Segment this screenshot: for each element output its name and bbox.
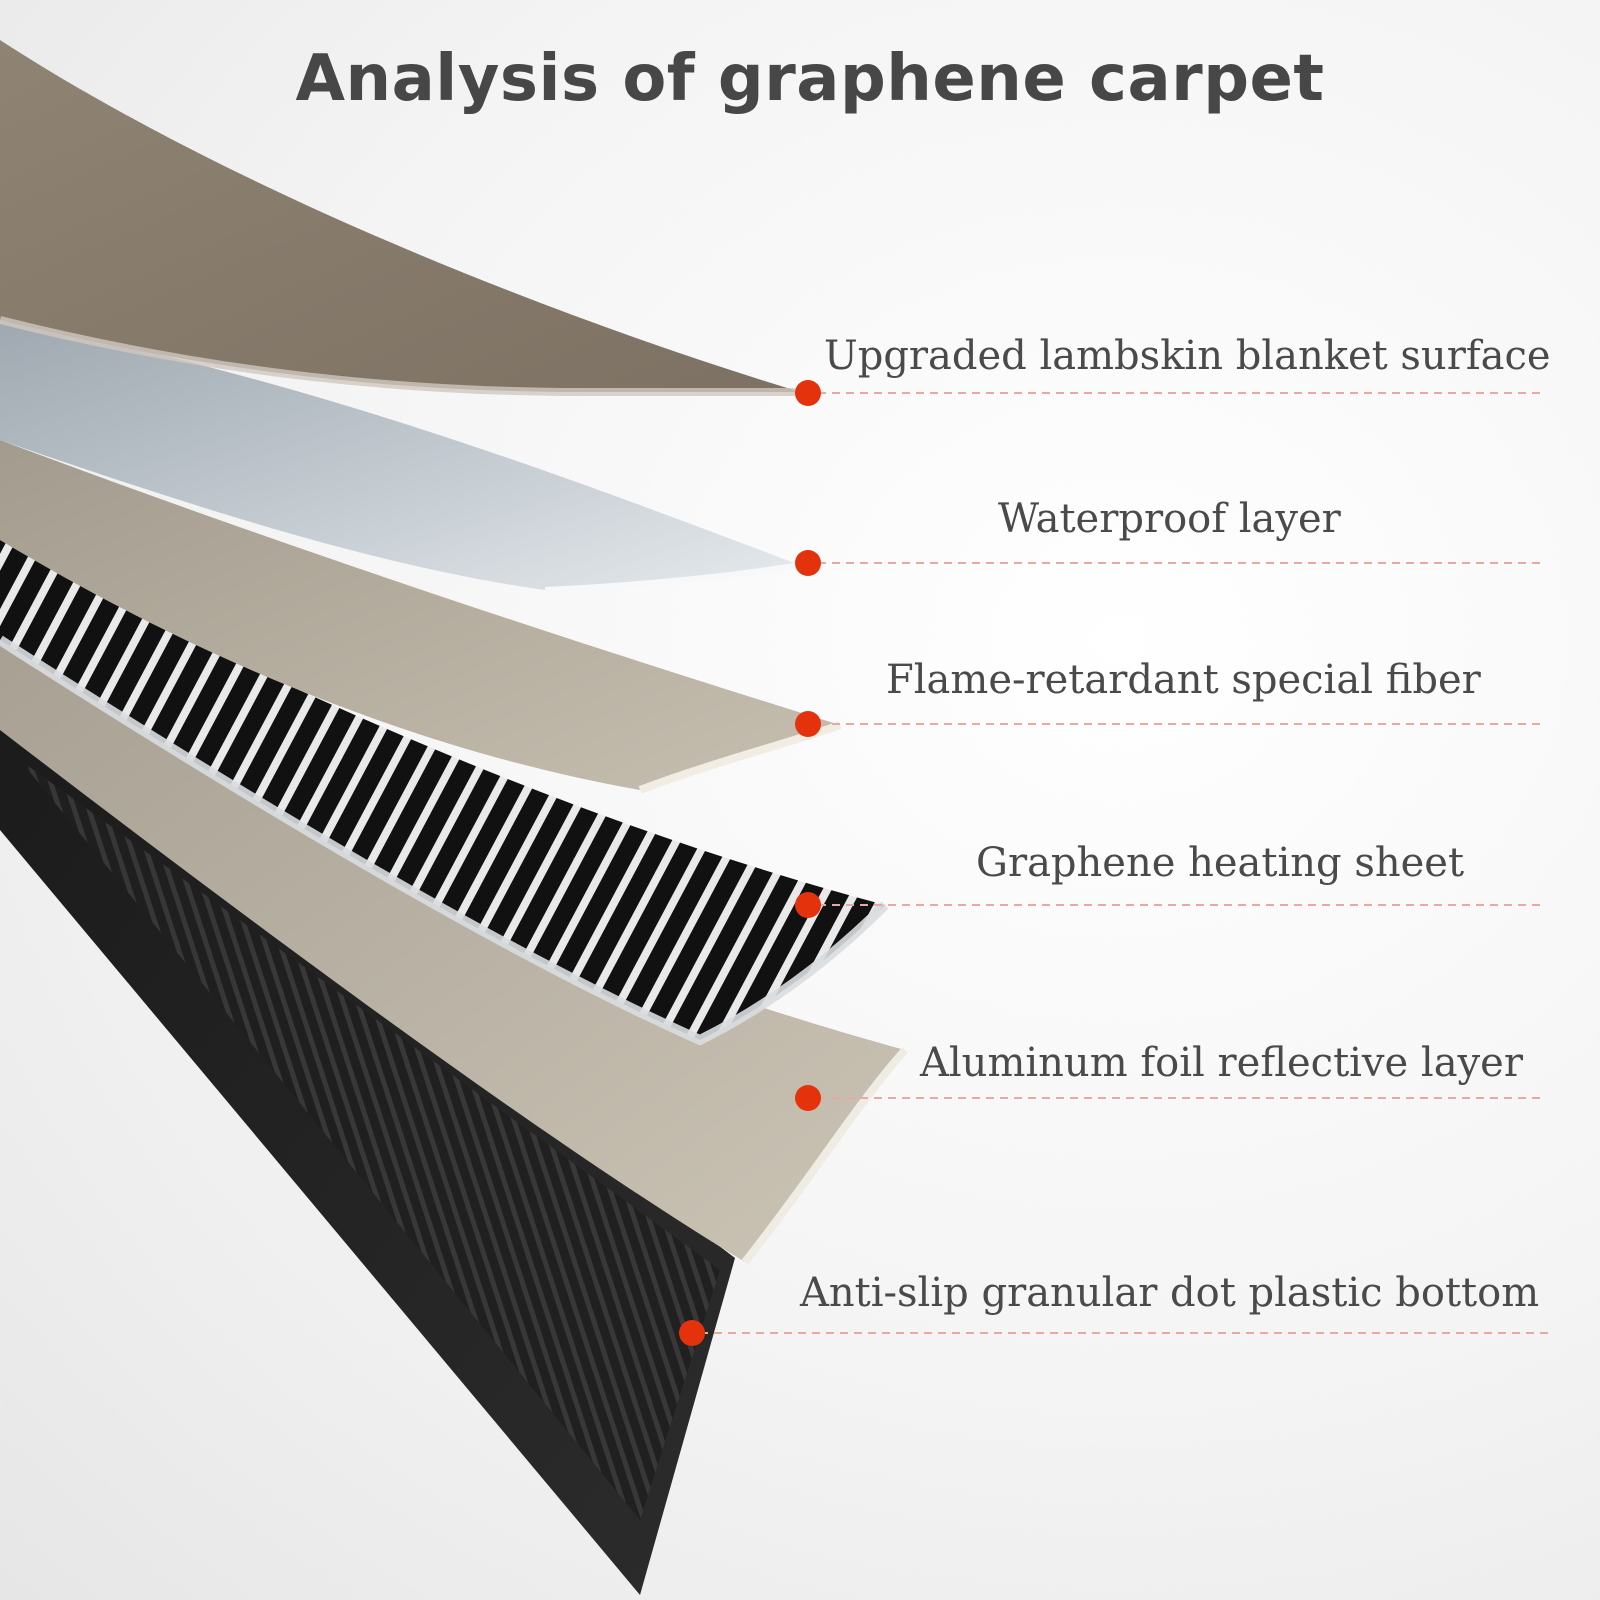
layer-aluminum-foil <box>0 630 905 1262</box>
label-waterproof: Waterproof layer <box>998 496 1341 542</box>
marker-dot-1 <box>795 380 821 406</box>
layer-lambskin-surface <box>0 40 800 392</box>
label-flame-retardant-fiber: Flame-retardant special fiber <box>886 657 1481 703</box>
label-anti-slip-bottom: Anti-slip granular dot plastic bottom <box>800 1270 1540 1316</box>
layer-anti-slip-ribs <box>20 760 720 1520</box>
page-title: Analysis of graphene carpet <box>295 42 1325 116</box>
layer-waterproof <box>0 320 800 590</box>
marker-dot-5 <box>795 1085 821 1111</box>
layer-flame-retardant-fiber <box>0 440 840 790</box>
marker-dot-2 <box>795 550 821 576</box>
layer-graphene-heating-sheet <box>0 540 885 1040</box>
marker-dot-6 <box>679 1320 705 1346</box>
marker-dot-4 <box>795 892 821 918</box>
label-aluminum-foil: Aluminum foil reflective layer <box>920 1040 1523 1086</box>
label-lambskin-surface: Upgraded lambskin blanket surface <box>824 333 1551 379</box>
label-graphene-heating-sheet: Graphene heating sheet <box>976 840 1465 886</box>
marker-dot-3 <box>795 711 821 737</box>
